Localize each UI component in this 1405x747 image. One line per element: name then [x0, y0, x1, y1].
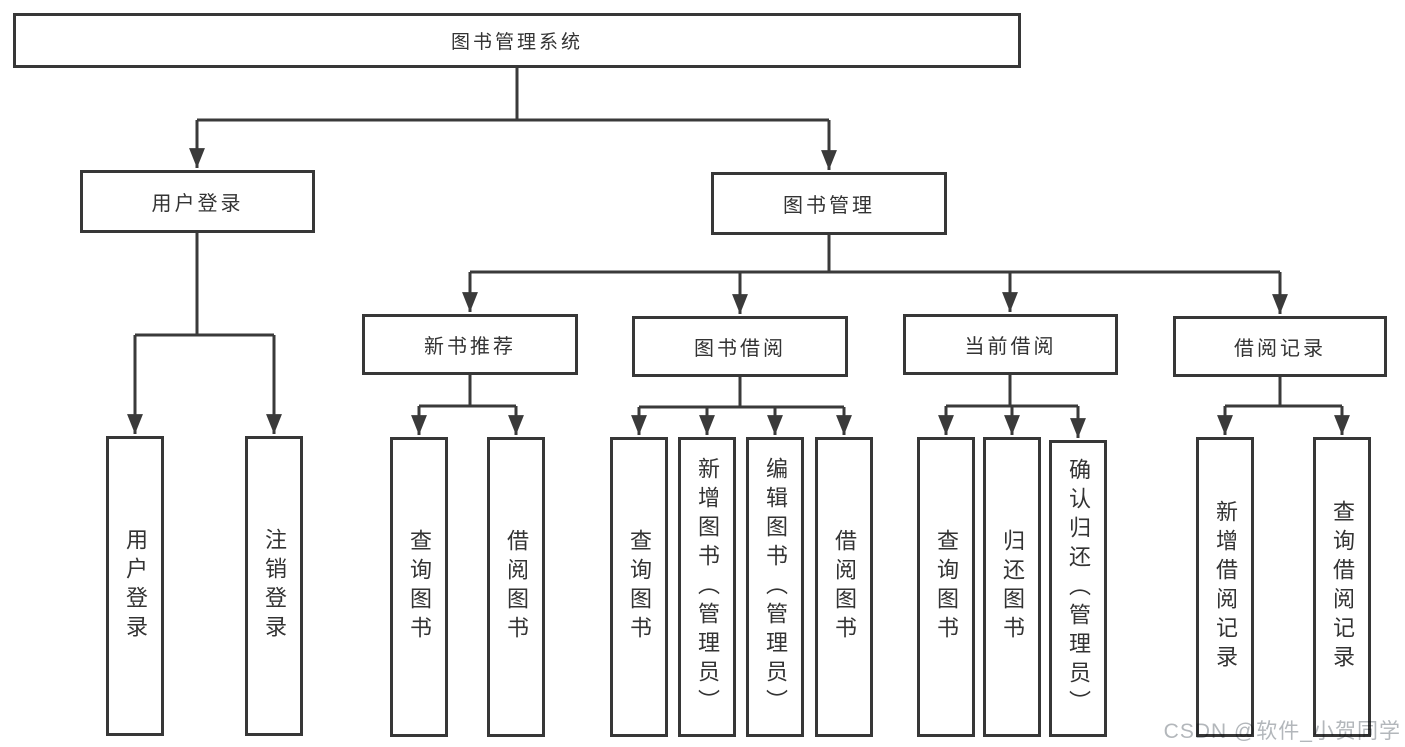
node-borrow-records-label: 借阅记录: [1234, 338, 1326, 360]
leaf-query-books-current-label: 查询图书: [934, 529, 959, 645]
node-root-system: 图书管理系统: [13, 13, 1021, 68]
node-new-book-recommend-label: 新书推荐: [424, 336, 516, 358]
node-user-login-label: 用户登录: [151, 193, 244, 215]
leaf-return-book: 归还图书: [983, 437, 1041, 737]
node-new-book-recommend: 新书推荐: [362, 314, 578, 375]
leaf-add-borrow-record: 新增借阅记录: [1196, 437, 1254, 737]
node-book-management: 图书管理: [711, 172, 947, 235]
leaf-confirm-return-admin-label: 确认归还（管理员）: [1066, 458, 1091, 719]
leaf-borrow-books-recommend-label: 借阅图书: [504, 529, 529, 645]
leaf-query-books-recommend-label: 查询图书: [407, 529, 432, 645]
csdn-watermark: CSDN @软件_小贺同学: [1163, 720, 1401, 743]
leaf-borrow-books-borrow-label: 借阅图书: [832, 529, 857, 645]
node-current-borrow-label: 当前借阅: [964, 336, 1057, 358]
leaf-add-borrow-record-label: 新增借阅记录: [1213, 500, 1238, 674]
node-book-borrow: 图书借阅: [632, 316, 848, 377]
leaf-query-borrow-record: 查询借阅记录: [1313, 437, 1371, 737]
node-borrow-records: 借阅记录: [1173, 316, 1387, 377]
leaf-return-book-label: 归还图书: [1000, 529, 1025, 645]
leaf-query-books-current: 查询图书: [917, 437, 975, 737]
leaf-confirm-return-admin: 确认归还（管理员）: [1049, 440, 1107, 737]
leaf-query-books-borrow: 查询图书: [610, 437, 668, 737]
leaf-user-login: 用户登录: [106, 436, 164, 736]
leaf-add-book-admin: 新增图书（管理员）: [678, 437, 736, 737]
node-book-borrow-label: 图书借阅: [694, 338, 786, 360]
leaf-logout-label: 注销登录: [262, 528, 287, 644]
leaf-logout: 注销登录: [245, 436, 303, 736]
leaf-borrow-books-borrow: 借阅图书: [815, 437, 873, 737]
leaf-borrow-books-recommend: 借阅图书: [487, 437, 545, 737]
leaf-query-books-recommend: 查询图书: [390, 437, 448, 737]
leaf-add-book-admin-label: 新增图书（管理员）: [695, 456, 720, 718]
leaf-query-books-borrow-label: 查询图书: [627, 529, 652, 645]
leaf-edit-book-admin: 编辑图书（管理员）: [746, 437, 804, 737]
leaf-query-borrow-record-label: 查询借阅记录: [1330, 500, 1355, 674]
node-current-borrow: 当前借阅: [903, 314, 1118, 375]
node-root-label: 图书管理系统: [450, 32, 583, 53]
leaf-edit-book-admin-label: 编辑图书（管理员）: [763, 456, 788, 718]
node-user-login: 用户登录: [80, 170, 315, 233]
node-book-management-label: 图书管理: [783, 195, 875, 217]
leaf-user-login-label: 用户登录: [123, 528, 148, 644]
